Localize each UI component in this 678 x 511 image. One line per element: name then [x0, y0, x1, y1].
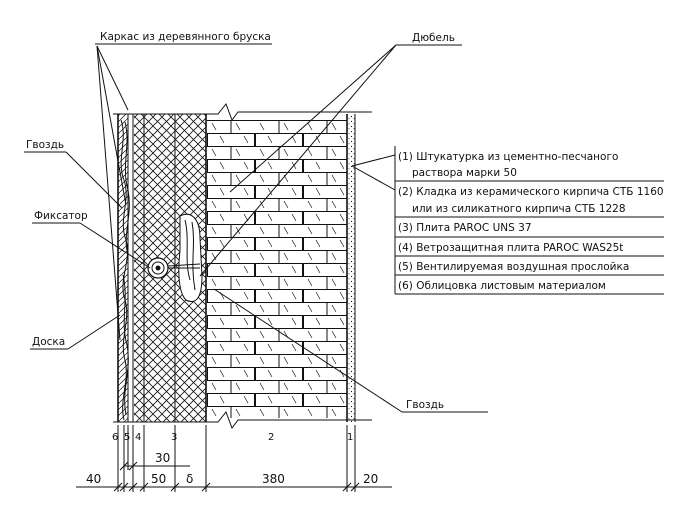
layer-numbers: 6 5 4 3 2 1: [112, 432, 353, 443]
label-fixer: Фиксатор: [34, 210, 88, 222]
legend-item-5: (5) Вентилируемая воздушная прослойка: [398, 261, 629, 273]
label-nail-top: Гвоздь: [26, 139, 64, 151]
legend-item-6: (6) Облицовка листовым материалом: [398, 280, 606, 292]
layer-number-6: 6: [112, 432, 118, 443]
dowel: [178, 213, 203, 302]
leader-lines: [24, 43, 488, 413]
layer-5-air-gap: [120, 114, 134, 422]
layer-number-1: 1: [347, 432, 353, 443]
legend-item-1a: (1) Штукатурка из цементно-песчаного: [398, 151, 618, 163]
wooden-board-grain: [120, 119, 128, 421]
label-dowel: Дюбель: [412, 32, 455, 44]
layer-1-plaster: [347, 114, 355, 422]
dimension-delta: δ: [186, 472, 193, 486]
dimension-380: 380: [262, 472, 285, 486]
dimension-40: 40: [86, 472, 101, 486]
layer-number-3: 3: [171, 432, 177, 443]
legend-table: (1) Штукатурка из цементно-песчаного рас…: [394, 146, 664, 295]
legend-item-2b: или из силикатного кирпича СТБ 1228: [412, 203, 626, 215]
legend-item-4: (4) Ветрозащитная плита PAROC WAS25t: [398, 242, 623, 254]
dimension-30: 30: [155, 451, 170, 465]
legend-item-3: (3) Плита PAROC UNS 37: [398, 222, 532, 234]
layer-number-4: 4: [135, 432, 141, 443]
layer-2-brick-masonry: [207, 120, 347, 418]
layer-number-5: 5: [124, 432, 130, 443]
dimension-20: 20: [363, 472, 378, 486]
fixer: [147, 257, 201, 279]
legend-item-1b: раствора марки 50: [412, 167, 517, 179]
dimension-lines: [76, 425, 392, 492]
layer-number-2: 2: [268, 432, 274, 443]
label-nail-bottom: Гвоздь: [406, 399, 444, 411]
label-frame: Каркас из деревянного бруска: [100, 31, 271, 43]
legend-item-2a: (2) Кладка из керамического кирпича СТБ …: [398, 186, 664, 198]
break-lines: [113, 103, 372, 430]
layer-4-wind-barrier: [134, 114, 144, 422]
dimension-50: 50: [151, 472, 166, 486]
label-board: Доска: [32, 336, 65, 348]
dimension-values: 40 30 50 δ 380 20: [86, 451, 378, 486]
